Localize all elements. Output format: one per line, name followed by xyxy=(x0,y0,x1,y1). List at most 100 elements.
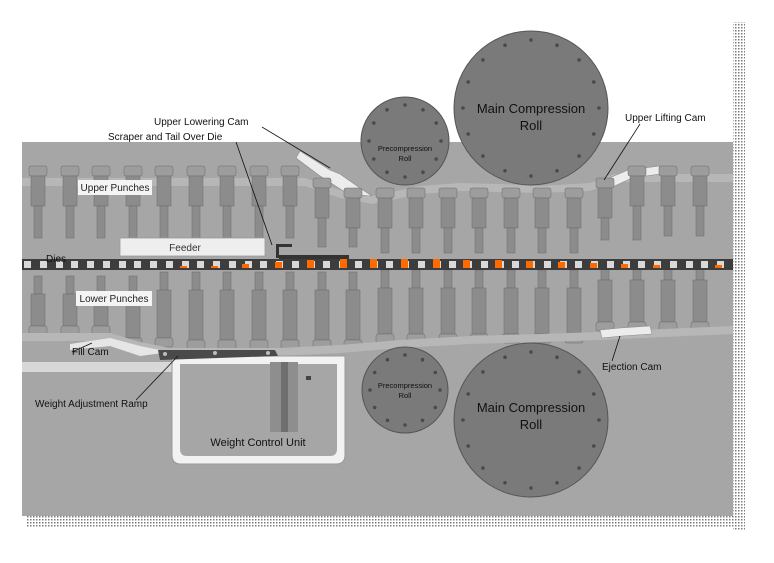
powder-fill xyxy=(211,266,218,268)
roll-bolt xyxy=(385,170,389,174)
fill-cam-label: Fill Cam xyxy=(72,347,109,358)
upper-lifting-cam-label: Upper Lifting Cam xyxy=(625,113,706,124)
roll-bolt xyxy=(420,357,425,362)
powder-fill xyxy=(401,259,408,268)
lower-punches-label: Lower Punches xyxy=(80,294,149,305)
roll-bolt xyxy=(555,43,559,47)
roll-bolt xyxy=(592,80,596,84)
upper-punch xyxy=(532,187,552,254)
roll-bolt xyxy=(385,418,390,423)
lower-punch xyxy=(280,271,300,350)
powder-fill xyxy=(242,264,249,268)
die-cavity xyxy=(56,261,63,268)
roll-bolt xyxy=(503,355,507,360)
ramp-bolt xyxy=(266,351,270,355)
lower-punch xyxy=(595,261,615,332)
upper-punch xyxy=(217,165,237,239)
roll-bolt xyxy=(421,170,425,174)
die-cavity xyxy=(481,261,488,268)
roll-bolt xyxy=(368,388,372,392)
die-cavity xyxy=(449,261,456,268)
upper-punches-label: Upper Punches xyxy=(81,183,150,194)
roll-bolt xyxy=(503,43,507,47)
upper-lowering-cam xyxy=(295,150,373,197)
die-cavity xyxy=(512,261,519,268)
upper-punch xyxy=(469,187,489,254)
roll-bolt xyxy=(597,106,601,110)
upper-punch xyxy=(60,165,80,239)
die-cavity xyxy=(575,261,582,268)
powder-fill xyxy=(463,260,470,268)
die-cavity xyxy=(670,261,677,268)
weight-adjustment-ramp xyxy=(158,350,278,360)
upper-punch xyxy=(280,165,300,239)
powder-fill xyxy=(370,259,377,268)
roll-bolt xyxy=(385,357,390,362)
ejection-cam-leader xyxy=(611,335,621,362)
roll-bolt xyxy=(592,392,596,396)
roll-bolt xyxy=(577,58,581,62)
upper-punch xyxy=(312,177,332,248)
powder-fill xyxy=(340,259,347,268)
roll-bolt xyxy=(577,466,581,470)
roll-bolt xyxy=(466,392,471,396)
roll-bolt xyxy=(481,466,485,470)
roll-bolt xyxy=(372,121,376,125)
die-cavity xyxy=(134,261,141,268)
roll-bolt xyxy=(577,154,581,158)
ramp-bolt xyxy=(163,352,167,356)
die-cavity xyxy=(71,261,78,268)
powder-fill xyxy=(495,260,502,268)
ejection-cam-label: Ejection Cam xyxy=(602,362,661,373)
scraper-tail-label: Scraper and Tail Over Die xyxy=(108,132,223,143)
die-cavity xyxy=(686,261,693,268)
powder-fill xyxy=(558,262,565,268)
roll-bolt xyxy=(466,80,471,84)
lower-punch xyxy=(406,269,426,344)
powder-fill xyxy=(653,265,660,268)
die-cavity xyxy=(103,261,110,268)
upper-punch xyxy=(627,165,647,241)
upper-punch-row xyxy=(28,165,710,254)
upper-punch xyxy=(406,187,426,254)
roll-bolt xyxy=(372,157,376,161)
roll-bolt xyxy=(481,370,485,374)
die-cavity xyxy=(654,261,661,268)
upper-lifting-cam-leader xyxy=(603,123,641,181)
lower-punch xyxy=(186,271,206,350)
dies-label: Dies xyxy=(46,254,66,265)
roll-bolt xyxy=(461,418,465,422)
scraper-tail xyxy=(279,255,349,259)
feeder-box xyxy=(119,237,266,257)
upper-punch xyxy=(375,187,395,254)
roll-bolt xyxy=(481,58,485,62)
weight-control-label: Weight Control Unit xyxy=(210,437,305,449)
die-cavity xyxy=(607,261,614,268)
upper-punch xyxy=(438,187,458,254)
die-cavity xyxy=(418,261,425,268)
upper-punch xyxy=(343,187,363,248)
weight-control-bolt xyxy=(306,376,311,380)
fill-cam xyxy=(70,338,170,356)
die-cavity xyxy=(229,261,236,268)
powder-fill xyxy=(433,259,440,268)
die-cavity xyxy=(24,261,31,268)
roll-bolt xyxy=(466,132,471,136)
shadow-bottom xyxy=(26,516,745,528)
lower-punch xyxy=(627,261,647,332)
weight-adjustment-ramp-label: Weight Adjustment Ramp xyxy=(35,399,148,410)
roll-bolt xyxy=(421,108,425,112)
roll-bolt xyxy=(420,418,425,423)
fill-cam-leader xyxy=(71,342,93,353)
lower-punch xyxy=(375,269,395,344)
die-cavity xyxy=(386,261,393,268)
lower-punch xyxy=(28,275,48,336)
roll-bolt xyxy=(503,481,507,485)
die-cavity xyxy=(717,261,724,268)
roll-bolt xyxy=(438,388,442,392)
